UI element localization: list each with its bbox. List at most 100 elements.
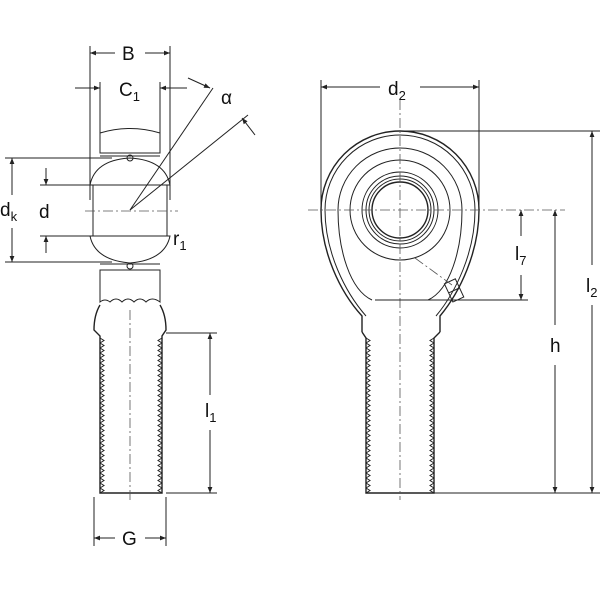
thread-tick (99, 392, 105, 399)
thread-tick (365, 487, 371, 494)
thread-tick (157, 347, 163, 354)
thread-tick (99, 422, 105, 429)
thread-tick (365, 387, 371, 394)
thread-tick (429, 362, 435, 369)
thread-tick (157, 397, 163, 404)
thread-tick (99, 442, 105, 449)
thread-tick (99, 447, 105, 454)
thread-tick (429, 392, 435, 399)
thread-tick (99, 452, 105, 459)
thread-tick (429, 462, 435, 469)
thread-tick (429, 382, 435, 389)
thread-tick (365, 467, 371, 474)
ball-top-segment (89, 157, 171, 186)
thread-tick (99, 477, 105, 484)
thread-tick (365, 352, 371, 359)
thread-tick (429, 422, 435, 429)
thread-tick (365, 427, 371, 434)
thread-tick (157, 437, 163, 444)
thread-tick (429, 457, 435, 464)
label-l1: l1 (205, 401, 216, 425)
thread-tick (99, 367, 105, 374)
label-G: G (122, 529, 137, 550)
thread-tick (429, 407, 435, 414)
label-dk: dk (0, 200, 18, 224)
thread-tick (99, 372, 105, 379)
thread-tick (429, 372, 435, 379)
thread-tick (429, 402, 435, 409)
thread-tick (157, 457, 163, 464)
thread-tick (429, 342, 435, 349)
thread-tick (429, 477, 435, 484)
thread-tick (429, 472, 435, 479)
thread-tick (365, 457, 371, 464)
thread-tick (429, 387, 435, 394)
thread-tick (429, 482, 435, 489)
thread-tick (99, 437, 105, 444)
label-d2: d2 (388, 79, 406, 103)
thread-right (365, 337, 435, 494)
thread-tick (157, 472, 163, 479)
thread-tick (99, 487, 105, 494)
ball-bottom-segment (89, 235, 171, 264)
thread-tick (99, 382, 105, 389)
thread-tick (99, 397, 105, 404)
label-alpha: α (221, 88, 232, 109)
thread-tick (429, 442, 435, 449)
thread-tick (365, 447, 371, 454)
thread-tick (157, 362, 163, 369)
thread-tick (365, 402, 371, 409)
thread-tick (429, 352, 435, 359)
thread-tick (157, 432, 163, 439)
thread-tick (99, 362, 105, 369)
thread-tick (99, 432, 105, 439)
label-l7: l7 (515, 244, 526, 268)
thread-tick (157, 447, 163, 454)
thread-tick (429, 487, 435, 494)
thread-tick (429, 337, 435, 344)
thread-tick (365, 372, 371, 379)
thread-tick (365, 432, 371, 439)
shank-right (361, 331, 441, 494)
ball-bore (92, 184, 168, 237)
thread-tick (157, 372, 163, 379)
thread-tick (429, 447, 435, 454)
thread-tick (157, 342, 163, 349)
thread-tick (157, 412, 163, 419)
thread-tick (429, 427, 435, 434)
thread-tick (99, 357, 105, 364)
thread-tick (365, 462, 371, 469)
thread-tick (157, 357, 163, 364)
housing-top (99, 128, 161, 154)
thread-tick (157, 352, 163, 359)
thread-tick (365, 412, 371, 419)
thread-tick (365, 347, 371, 354)
thread-tick (365, 477, 371, 484)
thread-tick (429, 367, 435, 374)
thread-tick (99, 342, 105, 349)
inner-contour (337, 147, 463, 301)
thread-tick (99, 407, 105, 414)
thread-tick (157, 337, 163, 344)
thread-tick (99, 457, 105, 464)
thread-tick (99, 352, 105, 359)
thread-tick (365, 382, 371, 389)
thread-tick (157, 462, 163, 469)
thread-tick (99, 482, 105, 489)
thread-tick (429, 377, 435, 384)
thread-tick (157, 482, 163, 489)
thread-tick (99, 387, 105, 394)
thread-tick (429, 412, 435, 419)
grease-nipple (443, 278, 465, 303)
thread-tick (157, 487, 163, 494)
label-l2: l2 (586, 276, 597, 300)
thread-tick (429, 347, 435, 354)
thread-tick (157, 417, 163, 424)
thread-tick (157, 407, 163, 414)
thread-tick (365, 367, 371, 374)
label-d: d (39, 202, 50, 223)
thread-tick (157, 452, 163, 459)
thread-tick (365, 442, 371, 449)
thread-tick (365, 437, 371, 444)
thread-tick (365, 337, 371, 344)
